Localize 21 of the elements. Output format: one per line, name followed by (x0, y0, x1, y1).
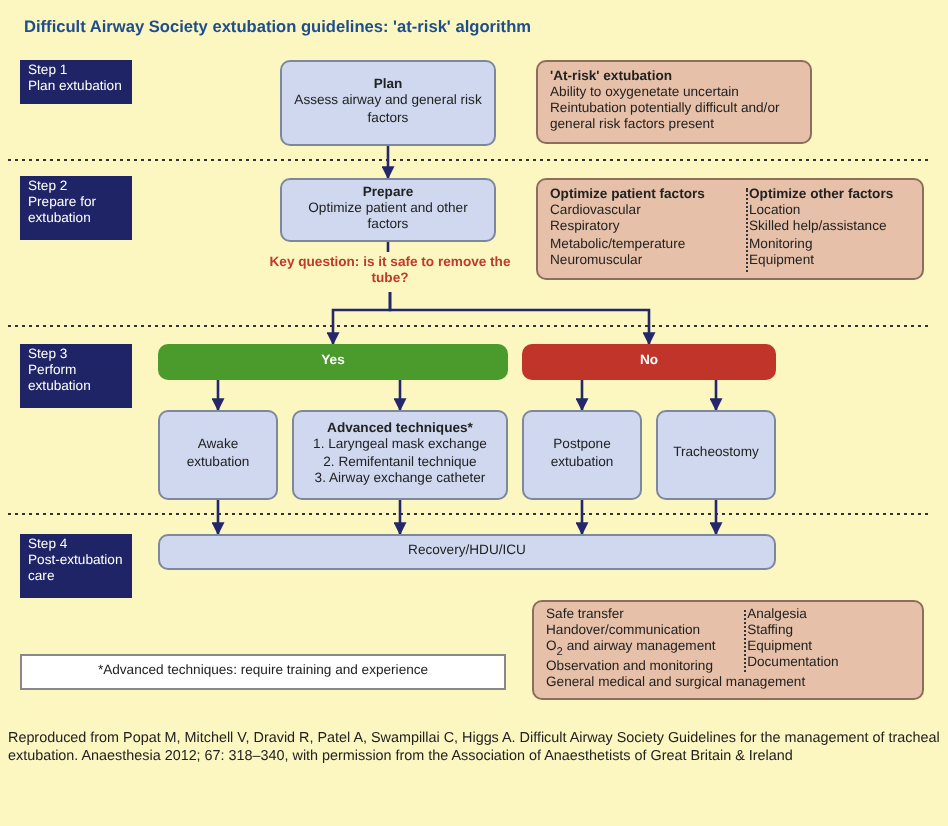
process-box (280, 178, 496, 242)
arrow (709, 380, 723, 412)
arrow (388, 292, 656, 346)
step-box (20, 344, 132, 408)
arrow (709, 500, 723, 536)
arrow (381, 146, 395, 180)
step-box (20, 176, 132, 240)
info-box (532, 600, 924, 701)
arrow (575, 380, 589, 412)
process-box (280, 60, 496, 146)
arrow (393, 500, 407, 536)
info-box (536, 178, 924, 280)
step-box (20, 60, 132, 104)
arrow (575, 500, 589, 536)
arrow (211, 500, 225, 536)
title: Difficult Airway Society extubation guidelines: 'at-risk' algorithm (24, 16, 532, 36)
info-box (536, 60, 812, 144)
arrow (393, 380, 407, 412)
arrow (211, 380, 225, 412)
process-box (292, 410, 508, 500)
step-box (20, 534, 132, 598)
